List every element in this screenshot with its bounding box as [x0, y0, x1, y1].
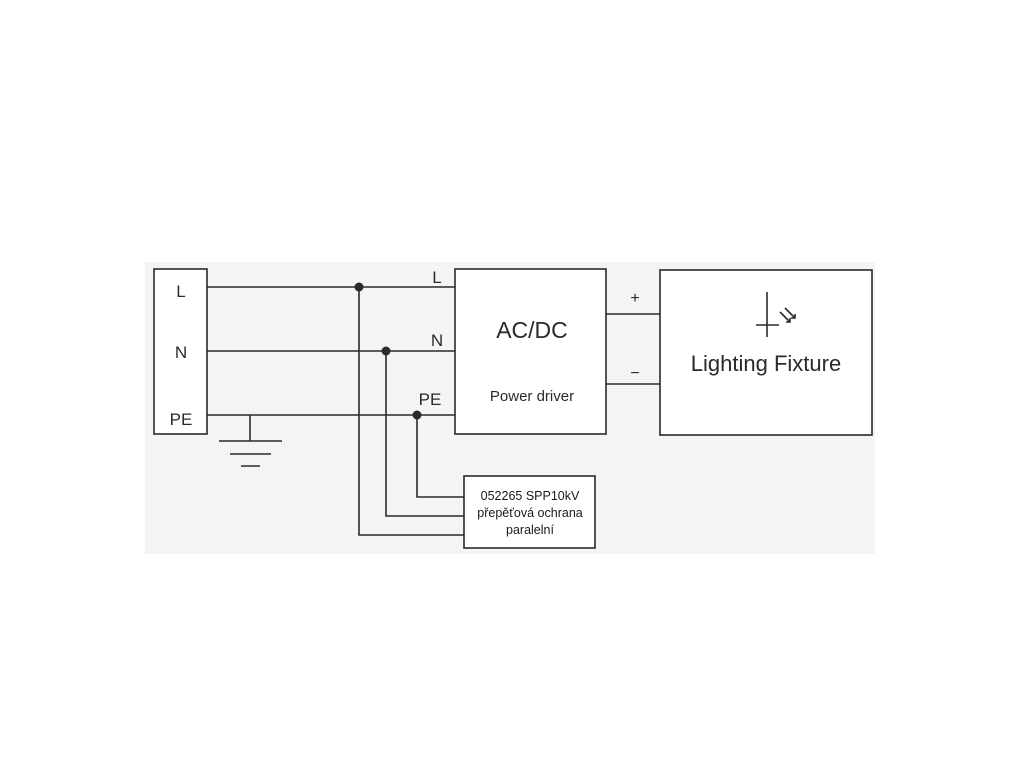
lamp-icon [756, 292, 796, 337]
junction-l [354, 282, 364, 292]
branch-n [385, 351, 464, 517]
surge-protector-box [463, 475, 596, 549]
terminal-label-l: L [176, 282, 185, 301]
driver-input-label-l: L [432, 268, 441, 287]
terminal-label-pe: PE [170, 410, 193, 429]
driver-input-label-n: N [431, 331, 443, 350]
driver-input-label-pe: PE [419, 390, 442, 409]
surge-line-1: 052265 SPP10kV [481, 489, 580, 503]
driver-subtitle: Power driver [490, 388, 574, 405]
output-plus-label: + [630, 290, 639, 307]
driver-title: AC/DC [496, 317, 568, 343]
branch-pe [416, 415, 464, 498]
junction-pe [412, 410, 422, 420]
surge-line-2: přepěťová ochrana [477, 506, 583, 520]
driver-box [454, 268, 607, 435]
surge-line-3: paralelní [506, 523, 554, 537]
fixture-title: Lighting Fixture [691, 351, 841, 376]
terminal-label-n: N [175, 343, 187, 362]
ground-symbol [219, 415, 282, 467]
output-minus-label: − [630, 365, 639, 382]
fixture-box [659, 269, 873, 436]
branch-l [358, 287, 464, 536]
junction-n [381, 346, 391, 356]
terminal-block [153, 268, 208, 435]
